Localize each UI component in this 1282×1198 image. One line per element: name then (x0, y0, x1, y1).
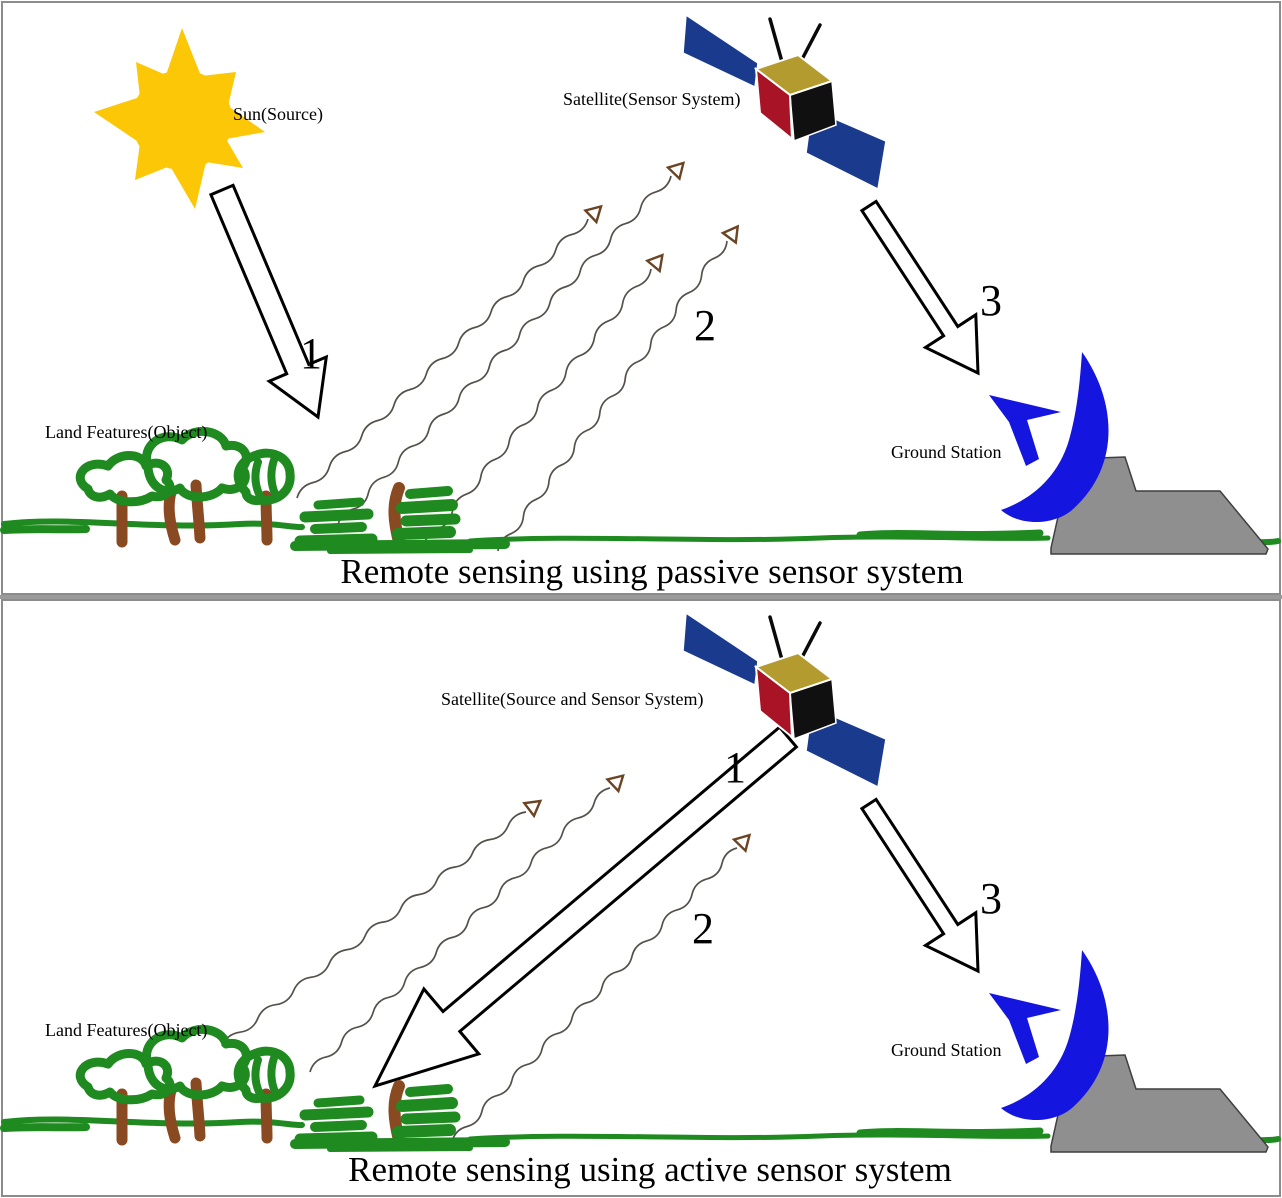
wavy-arrowhead-icon (605, 773, 625, 794)
step-3-label: 3 (980, 874, 1002, 923)
wavy-arrowhead-icon (665, 161, 686, 181)
step-3-label: 3 (980, 276, 1002, 325)
arrow-satellite-to-station (859, 199, 980, 376)
wavy-arrowhead-icon (720, 224, 740, 245)
arrow-sun-to-ground (208, 183, 329, 420)
panel-active: Satellite(Source and Sensor System) Land… (2, 599, 1280, 1197)
step-1-label: 1 (300, 329, 322, 378)
land-features-label: Land Features(Object) (45, 422, 207, 443)
wavy-arrow (451, 847, 738, 1143)
sun-label: Sun(Source) (233, 104, 323, 125)
wavy-arrow (423, 268, 652, 547)
wavy-arrowhead-icon (583, 204, 603, 225)
satellite-label: Satellite(Source and Sensor System) (441, 689, 703, 710)
ground-station-label: Ground Station (891, 1040, 1002, 1060)
arrow-satellite-to-station (859, 797, 980, 974)
land-features-label: Land Features(Object) (45, 1020, 207, 1041)
wavy-arrowhead-icon (522, 799, 543, 819)
wavy-arrowhead-icon (731, 833, 752, 853)
satellite-label: Satellite(Sensor System) (563, 89, 740, 110)
wavy-arrow (337, 175, 672, 526)
arrow-satellite-to-ground (372, 724, 799, 1089)
step-2-label: 2 (692, 904, 714, 953)
ground-station-label: Ground Station (891, 442, 1002, 462)
sun-icon (94, 28, 265, 209)
step-2-label: 2 (694, 301, 716, 350)
wavy-arrow (221, 811, 527, 1047)
panel-title: Remote sensing using active sensor syste… (348, 1150, 952, 1189)
wavy-arrow (296, 218, 589, 499)
panel-passive: Sun(Source) Satellite(Sensor System) Lan… (2, 1, 1280, 595)
wavy-arrowhead-icon (644, 253, 664, 274)
step-1-label: 1 (724, 743, 746, 792)
wavy-arrow (497, 240, 728, 552)
panel-title: Remote sensing using passive sensor syst… (340, 552, 963, 591)
wavy-arrow (309, 787, 611, 1073)
